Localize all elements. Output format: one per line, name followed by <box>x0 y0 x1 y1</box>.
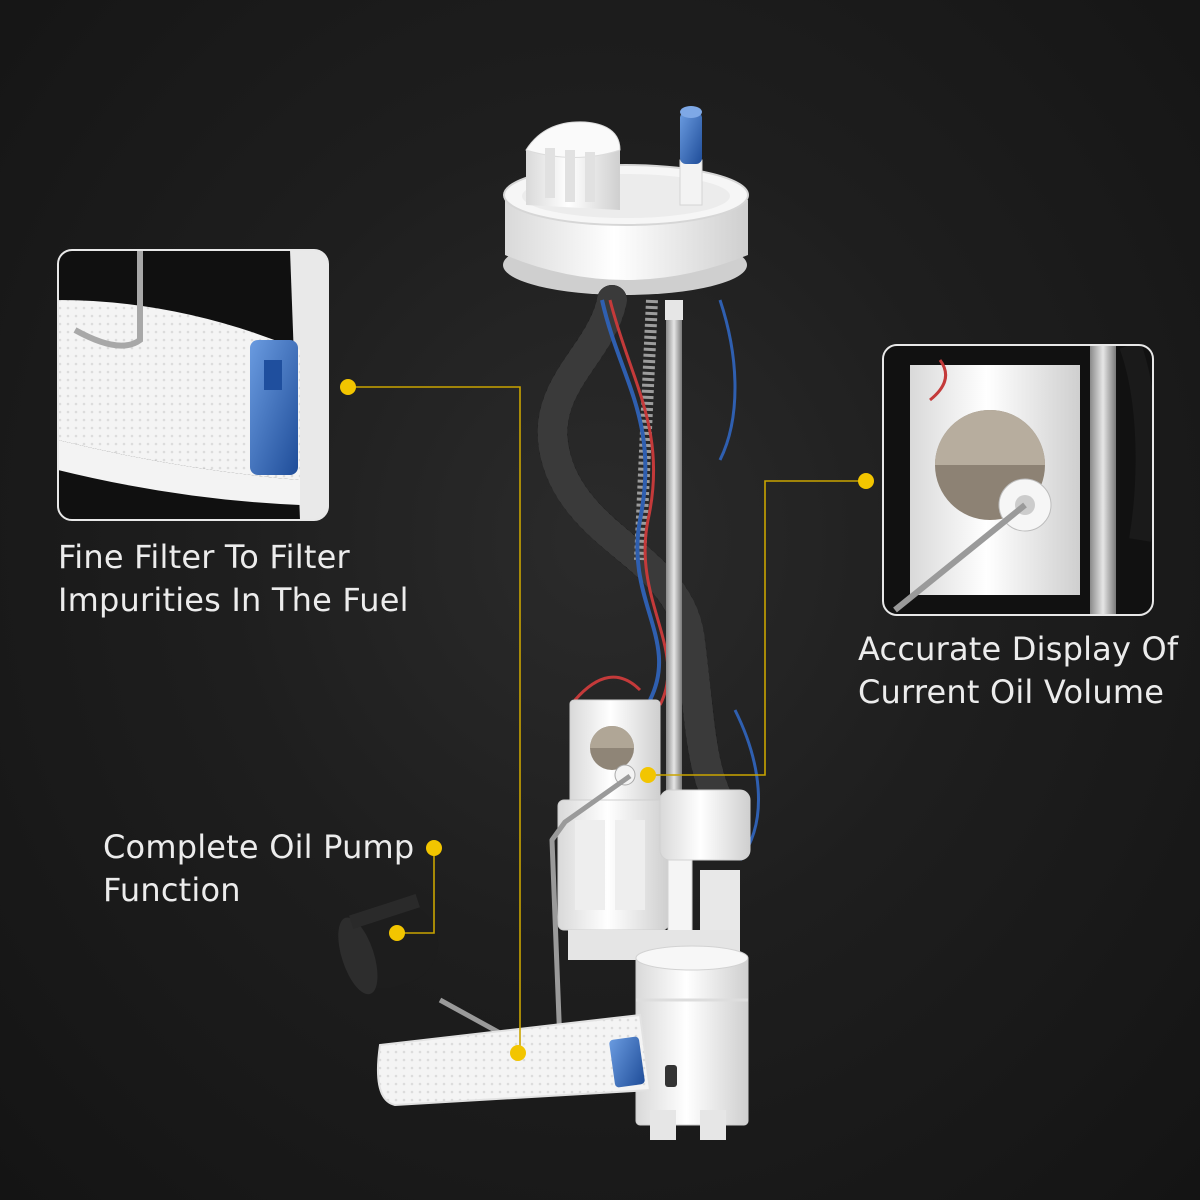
callout-dot-icon <box>340 379 356 395</box>
sender-closeup-inset <box>882 344 1154 616</box>
caption-oil-volume: Accurate Display Of Current Oil Volume <box>858 628 1178 714</box>
caption-line: Accurate Display Of <box>858 630 1179 668</box>
wire-blue <box>600 299 662 701</box>
guide-rod <box>666 305 682 865</box>
caption-line: Complete Oil Pump <box>103 828 415 866</box>
float <box>338 893 439 995</box>
pump-body <box>557 789 751 1140</box>
caption-line: Function <box>103 871 241 909</box>
caption-fine-filter: Fine Filter To Filter Impurities In The … <box>58 536 409 622</box>
pump-assembly <box>338 106 760 1140</box>
leader-line-filter <box>348 386 521 1050</box>
caption-oil-pump: Complete Oil Pump Function <box>103 826 414 912</box>
leader-line-float <box>648 480 866 776</box>
callout-dot-icon <box>858 473 874 489</box>
callout-dot-icon <box>389 925 405 941</box>
strainer-filter <box>376 1013 652 1107</box>
callout-dot-icon <box>426 840 442 856</box>
leader-lines <box>348 386 866 1050</box>
callout-dot-icon <box>640 767 656 783</box>
top-flange <box>503 106 749 295</box>
sender-housing <box>569 699 661 811</box>
caption-line: Current Oil Volume <box>858 673 1165 711</box>
leader-line-pump <box>397 848 435 934</box>
caption-line: Impurities In The Fuel <box>58 581 409 619</box>
filter-closeup-inset <box>57 249 329 521</box>
callout-dot-icon <box>510 1045 526 1061</box>
caption-line: Fine Filter To Filter <box>58 538 350 576</box>
